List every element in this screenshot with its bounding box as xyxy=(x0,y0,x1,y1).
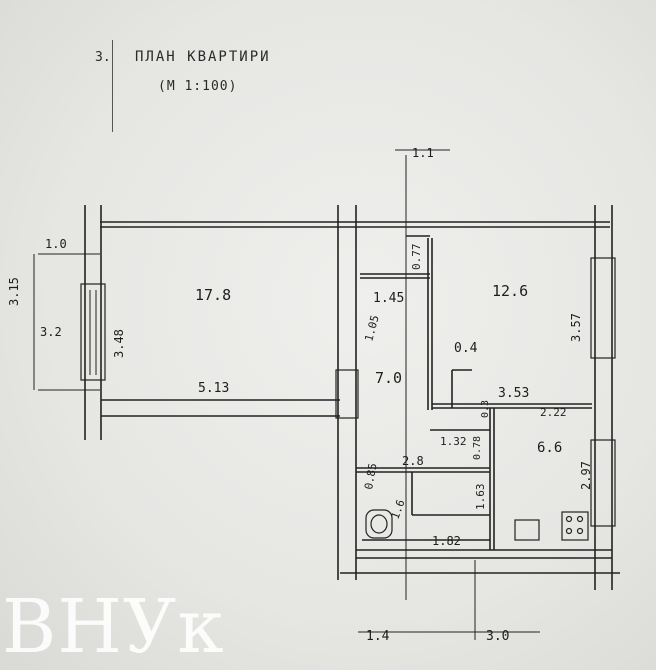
dim-hall-segment-2: 0.78 xyxy=(472,436,483,460)
dim-bedroom-width: 3.53 xyxy=(498,386,529,401)
header-margin-line xyxy=(112,40,113,132)
dim-bedroom-height: 3.57 xyxy=(569,313,583,342)
scale-label: (М 1:100) xyxy=(158,79,238,94)
dim-left-height-mid: 3.2 xyxy=(40,325,62,339)
area-closet-2: 0.4 xyxy=(454,341,478,356)
area-living-room: 17.8 xyxy=(195,286,231,304)
dim-living-width: 5.13 xyxy=(198,381,229,396)
area-bedroom: 12.6 xyxy=(492,282,528,300)
dim-top-marker: 1.1 xyxy=(412,146,434,160)
area-kitchen: 6.6 xyxy=(537,440,562,456)
dim-hall-segment: 1.32 xyxy=(440,435,467,448)
area-hallway: 7.0 xyxy=(375,369,402,387)
walls xyxy=(33,149,620,640)
dim-gap: 0.3 xyxy=(480,400,491,418)
plan-title: ПЛАН КВАРТИРИ xyxy=(135,49,271,65)
dim-closet-depth: 0.77 xyxy=(410,244,423,271)
table-icon xyxy=(514,519,540,541)
dim-hall-width: 1.05 xyxy=(362,314,381,343)
dim-bath-height: 1.63 xyxy=(474,484,487,511)
dim-bottom-left: 1.4 xyxy=(366,629,390,644)
toilet-icon xyxy=(365,509,393,539)
dim-bath-width: 2.8 xyxy=(402,454,424,468)
dim-bath-depth: 1.6 xyxy=(389,498,408,521)
area-closet-1: 1.45 xyxy=(373,291,404,306)
watermark-logo: ВНУк xyxy=(2,584,225,670)
dim-kitchen-width: 2.22 xyxy=(540,406,567,419)
dim-bottom-right: 3.0 xyxy=(486,629,509,644)
stove-icon xyxy=(561,511,589,541)
dim-left-height-outer: 3.15 xyxy=(7,277,21,306)
fixtures xyxy=(365,509,589,541)
dim-bath-small: 0.85 xyxy=(362,462,379,490)
dim-bath-bottom: 1.82 xyxy=(432,534,461,548)
section-number: 3. xyxy=(95,50,111,65)
dim-left-offset: 1.0 xyxy=(45,237,67,251)
dim-kitchen-height: 2.97 xyxy=(579,461,593,490)
dim-living-height: 3.48 xyxy=(112,329,126,358)
